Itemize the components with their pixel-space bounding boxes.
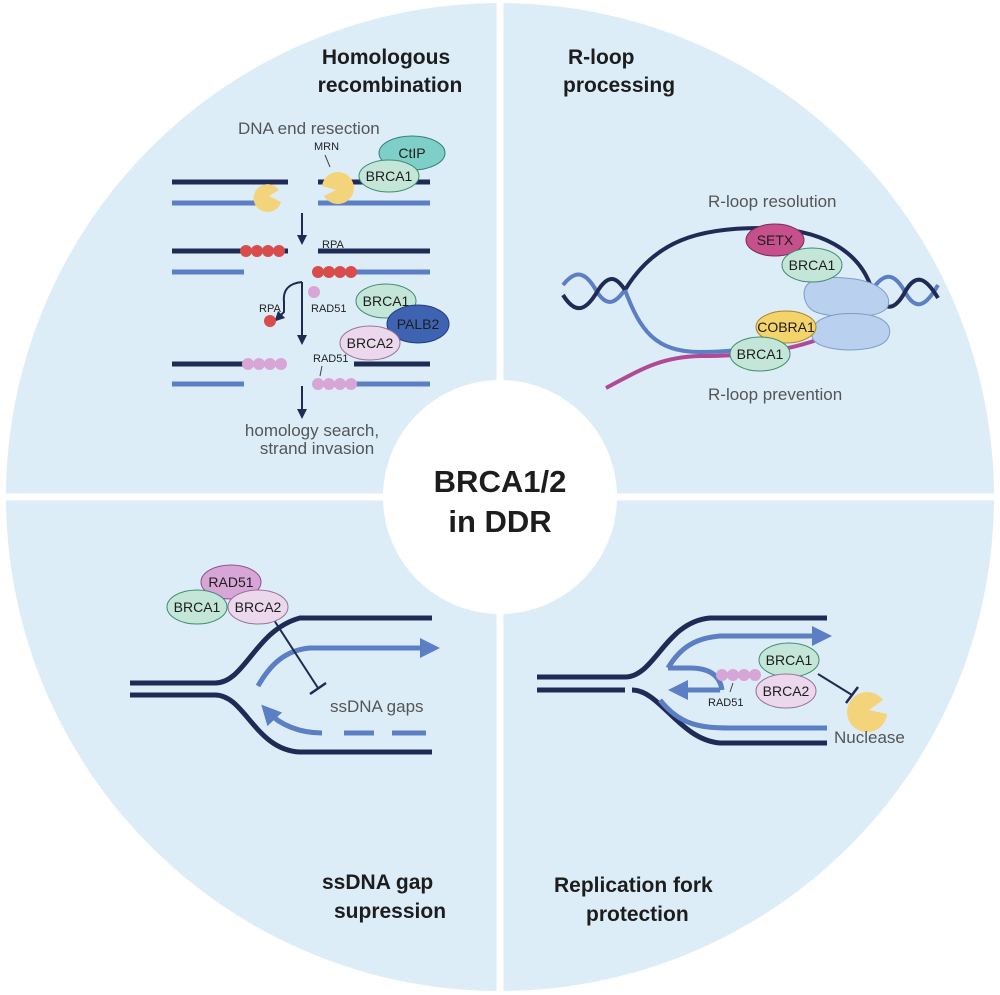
- setx-protein: [745, 223, 805, 257]
- hr-outcome-line2: strand invasion: [260, 439, 374, 458]
- setx-label: SETX: [757, 232, 794, 248]
- mrn-complex-left: [253, 184, 281, 213]
- brca1-label-hr: BRCA1: [363, 293, 410, 309]
- brca1-protein-rloop-bottom: [729, 336, 791, 372]
- fork-inhibition-line: [817, 673, 853, 696]
- brca1-protein-resection: [358, 159, 420, 193]
- brca2-protein-gap: [227, 589, 289, 625]
- rloop-title-line2: processing: [563, 74, 675, 97]
- rad51-filament-fork: [716, 669, 761, 681]
- brca1-protein-gap: [166, 589, 228, 625]
- gap-title-line1: ssDNA gap: [322, 871, 433, 894]
- hr-quadrant: Homologous recombination DNA end resecti…: [172, 46, 462, 458]
- rloop-quadrant: R-loop processing R-loop resolution SETX…: [561, 46, 940, 404]
- fork-leading-strand: [665, 626, 832, 670]
- rad51-label-gap: RAD51: [208, 574, 253, 590]
- fork-inhibition-bar: [845, 686, 859, 704]
- brca2-label-fork: BRCA2: [763, 683, 810, 699]
- hr-title-line1: Homologous: [322, 46, 450, 69]
- gap-quadrant: ssDNA gap supression ssDNA gaps RAD51 BR…: [130, 564, 446, 923]
- rna-strand: [605, 328, 841, 390]
- gap-inhibition-bar: [309, 681, 327, 696]
- leading-strand: [255, 638, 440, 688]
- fork-title-line2: protection: [586, 903, 689, 926]
- rpa-cluster-right: [312, 266, 357, 278]
- released-rpa: [264, 315, 276, 327]
- fork-quadrant: Replication fork protection RAD51 BRCA1 …: [537, 615, 905, 926]
- rloop-title-line1: R-loop: [568, 46, 634, 69]
- hr-step-label: DNA end resection: [238, 119, 380, 138]
- brca1-label-rloop-top: BRCA1: [789, 257, 836, 273]
- rad51-monomer: [308, 286, 320, 298]
- rad51-filament-left: [242, 358, 287, 370]
- hr-outcome-line1: homology search,: [245, 421, 379, 440]
- rloop-resolution-label: R-loop resolution: [708, 192, 837, 211]
- fork-regressed-arm: [668, 665, 725, 691]
- mrn-label: MRN: [314, 141, 339, 153]
- rad51-leader: [319, 365, 323, 377]
- fork-title-line1: Replication fork: [554, 874, 713, 897]
- cobra1-protein: [755, 310, 817, 344]
- rpa-release-arrow: [274, 281, 303, 322]
- rad51-label-side: RAD51: [311, 303, 346, 315]
- helix-left-dark: [561, 277, 627, 311]
- center-circle: [383, 380, 617, 614]
- center-title-line2: in DDR: [448, 504, 551, 539]
- brca2-label-gap: BRCA2: [235, 599, 282, 615]
- brca1-label-resection: BRCA1: [366, 168, 413, 184]
- gap-inhibition-line: [271, 616, 319, 689]
- mrn-complex-right: [322, 172, 354, 205]
- rad51-label-fork: RAD51: [708, 697, 743, 709]
- fork-lagging-strand: [658, 698, 827, 731]
- gap-parental-bottom: [130, 692, 432, 755]
- brca2-protein-hr: [339, 325, 401, 361]
- gap-parental-top: [130, 615, 432, 686]
- fork-parental-top: [537, 615, 827, 680]
- rad51-fork-leader: [729, 682, 734, 693]
- brca1-label-fork: BRCA1: [766, 652, 813, 668]
- hr-title-line2: recombination: [318, 74, 463, 97]
- nuclease-pacman: [847, 692, 887, 733]
- nuclease-label: Nuclease: [834, 728, 905, 747]
- cobra1-label: COBRA1: [757, 319, 815, 335]
- brca2-label-hr: BRCA2: [347, 335, 394, 351]
- mrn-leader: [324, 154, 331, 168]
- rad51-label-bottom: RAD51: [313, 353, 348, 365]
- fork-parental-bottom: [631, 687, 827, 746]
- brca1-label-gap: BRCA1: [174, 599, 221, 615]
- lagging-strand: [261, 704, 323, 736]
- gap-title-line2: supression: [334, 900, 446, 923]
- gaps-label: ssDNA gaps: [330, 697, 424, 716]
- brca2-protein-fork: [755, 673, 817, 709]
- center-title-line1: BRCA1/2: [434, 464, 567, 499]
- brca1-label-rloop-bottom: BRCA1: [737, 346, 784, 362]
- rpa-cluster-left: [240, 245, 285, 257]
- palb2-protein: [386, 304, 450, 344]
- brca1-protein-rloop-top: [781, 247, 843, 283]
- ctip-label: CtIP: [398, 145, 425, 161]
- rad51-filament-right: [312, 378, 357, 390]
- rna-polymerase-bottom: [811, 313, 891, 351]
- rpa-label-top: RPA: [322, 239, 344, 251]
- palb2-label: PALB2: [397, 316, 440, 332]
- rloop-prevention-label: R-loop prevention: [708, 385, 842, 404]
- rpa-label-side: RPA: [259, 303, 281, 315]
